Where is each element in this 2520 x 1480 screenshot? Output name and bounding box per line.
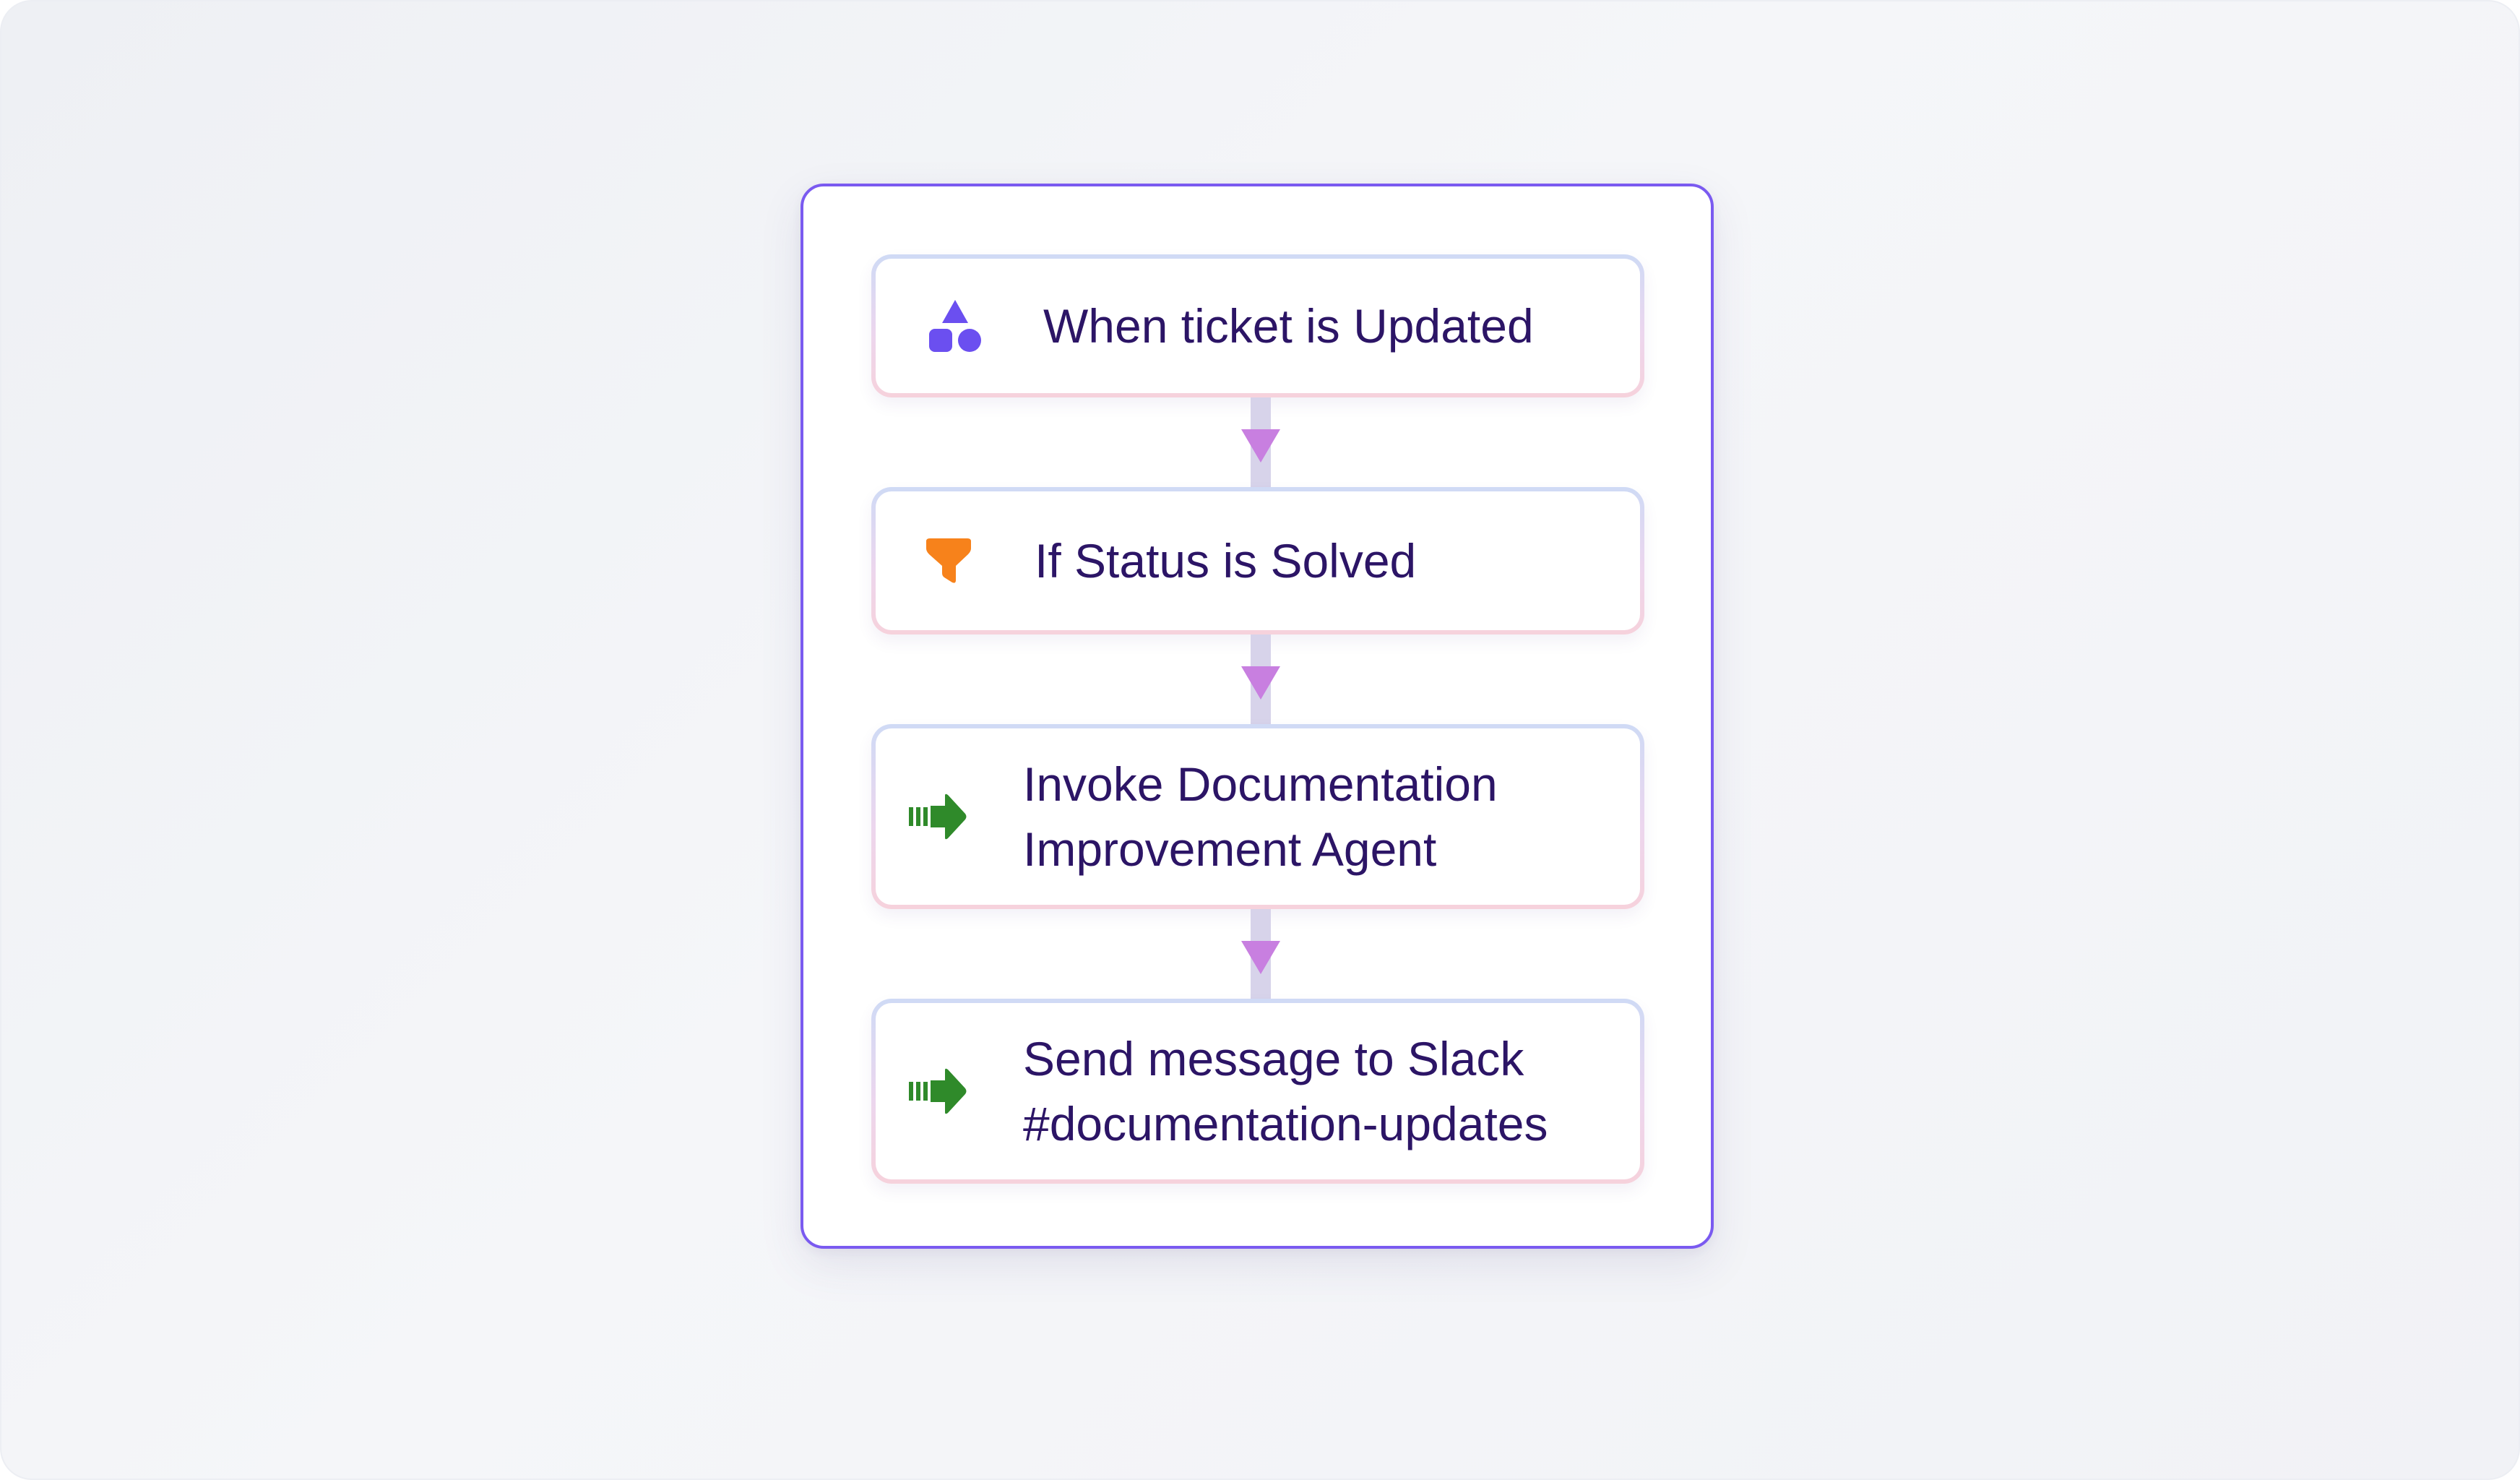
step-label: Send message to Slack #documentation-upd… <box>1023 1032 1548 1150</box>
workflow-step-trigger[interactable]: When ticket is Updated <box>871 254 1644 397</box>
step-card-body: When ticket is Updated <box>876 259 1640 393</box>
step-label: When ticket is Updated <box>1043 299 1534 353</box>
workflow-panel: When ticket is Updated If Status is Solv… <box>801 184 1714 1249</box>
workflow-step-action[interactable]: Invoke Documentation Improvement Agent <box>871 724 1644 909</box>
step-card-body: Invoke Documentation Improvement Agent <box>876 728 1640 905</box>
step-card-body: If Status is Solved <box>876 491 1640 630</box>
shapes-trigger-icon <box>929 300 981 352</box>
down-arrow-icon <box>1241 941 1280 974</box>
workflow-step-action[interactable]: Send message to Slack #documentation-upd… <box>871 999 1644 1184</box>
workflow-step-condition[interactable]: If Status is Solved <box>871 487 1644 634</box>
step-label: If Status is Solved <box>1035 534 1417 588</box>
action-arrow-icon <box>909 1068 967 1114</box>
action-arrow-icon <box>909 793 967 840</box>
step-label: Invoke Documentation Improvement Agent <box>1023 757 1498 876</box>
down-arrow-icon <box>1241 429 1280 462</box>
filter-funnel-icon <box>926 538 971 583</box>
step-card-body: Send message to Slack #documentation-upd… <box>876 1003 1640 1179</box>
down-arrow-icon <box>1241 666 1280 700</box>
